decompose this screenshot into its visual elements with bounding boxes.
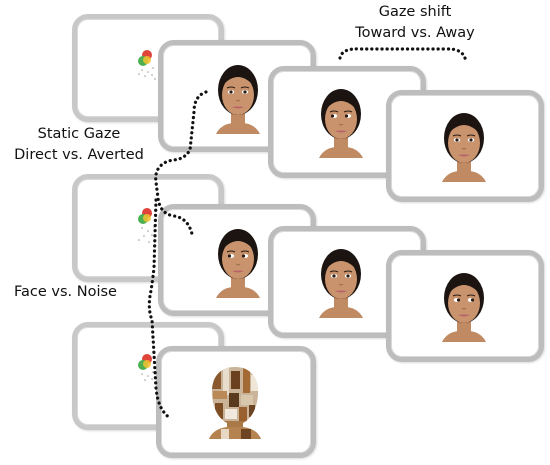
face-noise-label: Face vs. Noise [14,282,140,303]
face-noise-title: Face vs. Noise [14,284,117,300]
noise-face-image [209,367,261,439]
fixation-icon [138,208,155,243]
gaze-shift-label: Gaze shift Toward vs. Away [340,2,490,44]
face-noise-bracket [147,198,172,420]
face-direct-gaze [319,249,363,318]
face-averted-gaze [319,89,363,158]
fixation-icon [138,354,154,381]
face-direct-gaze [442,113,486,182]
fixation-icon [138,50,156,80]
face-direct-gaze [216,65,260,134]
face-averted-gaze [216,229,260,298]
direct-averted-subtitle: Direct vs. Averted [14,147,144,163]
static-gaze-bracket [154,90,208,236]
gaze-shift-bracket [338,47,468,64]
face-averted-gaze [442,273,486,342]
gaze-shift-title: Gaze shift [378,4,452,20]
static-gaze-title: Static Gaze [37,126,121,142]
static-gaze-label: Static Gaze Direct vs. Averted [4,124,154,166]
toward-away-subtitle: Toward vs. Away [355,25,475,41]
